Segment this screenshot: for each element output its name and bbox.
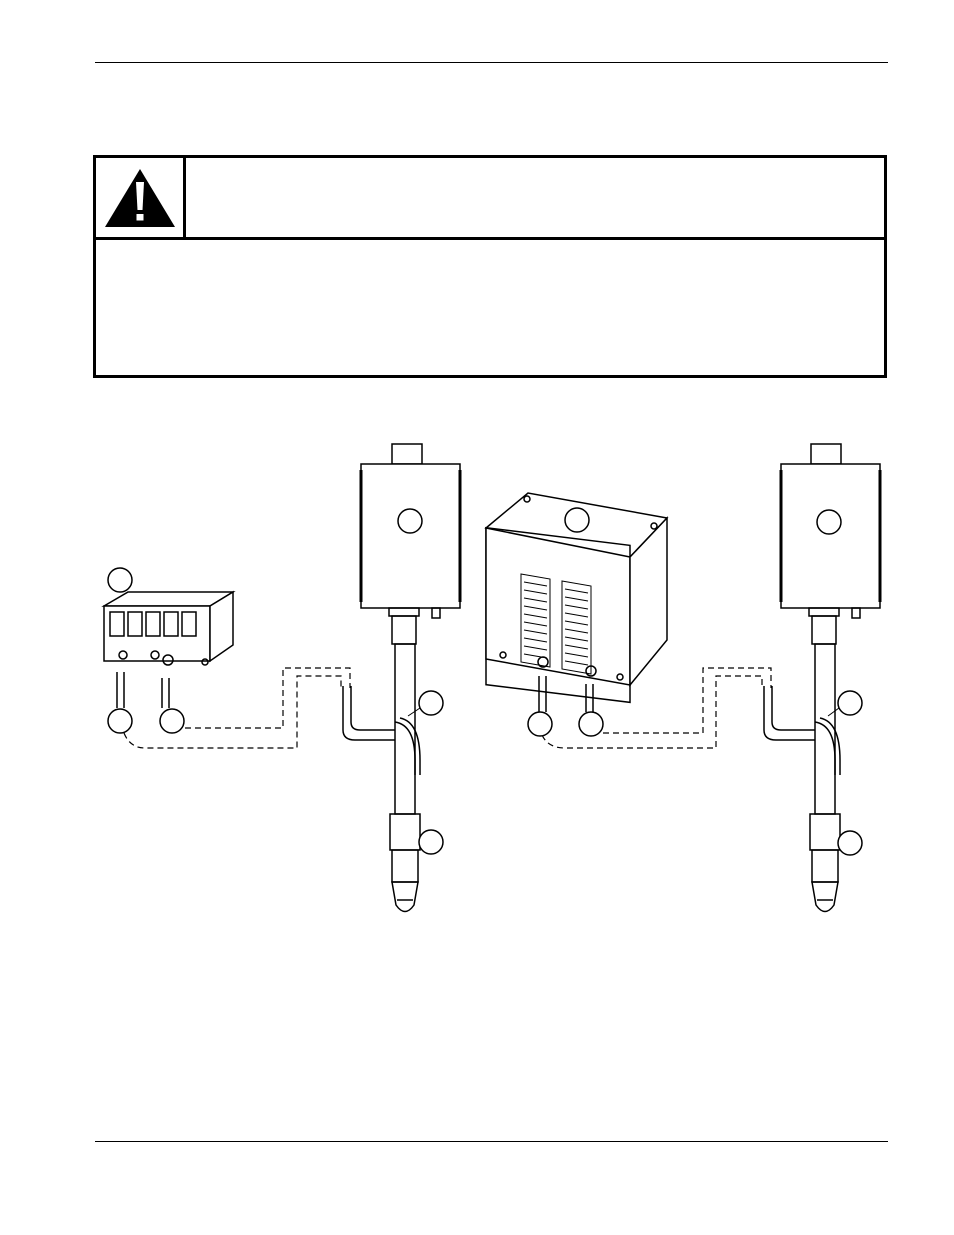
callout-12 [837,830,863,856]
callout-4 [107,567,133,593]
callout-10 [837,690,863,716]
footer-rule [95,1141,888,1142]
torch-hookup-diagram [101,443,882,913]
dashed-hose-left [123,667,351,749]
leader-lines [407,707,840,717]
callout-8 [527,711,553,737]
callout-1 [397,508,423,534]
callout-2 [564,507,590,533]
right-torch [763,443,882,913]
callout-3 [816,509,842,535]
callout-6 [159,708,185,734]
callout-7 [418,690,444,716]
header-rule [95,62,888,63]
console-hoses [538,676,594,712]
vent-louvers [520,573,592,675]
callout-9 [578,711,604,737]
warning-box [93,155,887,378]
warning-icon-cell [96,158,186,237]
callout-5 [107,708,133,734]
dashed-hose-right [541,667,772,749]
callouts [107,507,863,856]
callout-11 [418,829,444,855]
warning-header [96,158,884,240]
warning-triangle-icon [104,168,175,227]
manifold-hoses [116,672,170,708]
manifold-block [101,590,236,666]
left-torch [342,443,462,913]
console-box [484,492,669,704]
